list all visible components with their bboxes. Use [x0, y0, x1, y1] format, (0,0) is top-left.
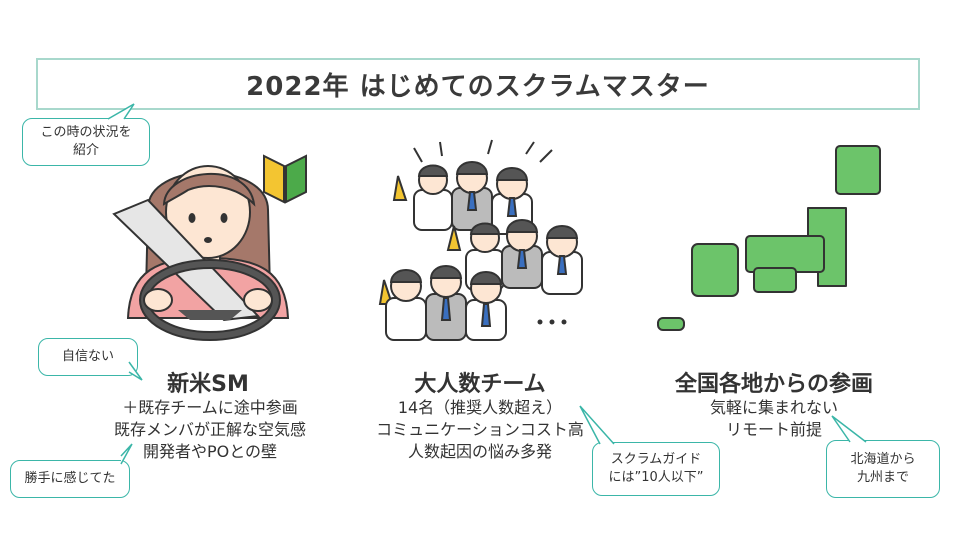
woman-driving-illustration [112, 165, 290, 341]
body-line: 既存メンバが正解な空気感 [113, 420, 306, 439]
page-title: 2022年 はじめてのスクラムマスター [36, 58, 920, 110]
beginner-driver-mark-icon [263, 154, 307, 204]
japan-map-illustration [657, 145, 881, 331]
crowd-illustration [378, 139, 583, 341]
speech-bubble-intro: この時の状況を 紹介 [22, 118, 150, 166]
bubble-tail-felt-alone [120, 443, 133, 465]
crowd-person [413, 164, 453, 231]
crowd-person [451, 161, 493, 231]
column-body-remote: 気軽に集まれない リモート前提 [624, 397, 924, 441]
bubble-line: 北海道から [850, 452, 916, 468]
body-line: 14名（推奨人数超え） [397, 398, 563, 417]
body-line: 人数起因の悩み多発 [407, 442, 552, 461]
crowd-person [425, 265, 467, 341]
bubble-tail-no-confidence [128, 361, 143, 381]
crowd-person [541, 225, 583, 295]
bubble-line: スクラムガイド [610, 452, 702, 468]
bubble-line: 紹介 [72, 143, 99, 158]
bubble-line: この時の状況を [40, 125, 132, 141]
speech-bubble-no-confidence: 自信ない [38, 338, 138, 376]
bubble-line: には”10人以下” [608, 470, 704, 485]
body-line: 開発者やPOとの壁 [142, 442, 278, 461]
body-line: ＋既存チームに途中参画 [122, 398, 298, 417]
speech-bubble-scrum-guide: スクラムガイド には”10人以下” [592, 442, 720, 496]
crowd-person [501, 219, 543, 289]
column-heading-team: 大人数チーム [414, 372, 546, 397]
column-heading-sm: 新米SM [167, 372, 249, 397]
crowd-person [385, 269, 427, 341]
bubble-line: 九州まで [856, 470, 909, 485]
bubble-text: 自信ない [61, 349, 114, 365]
body-line: コミュニケーションコスト高 [376, 420, 584, 439]
body-line: 気軽に集まれない [709, 398, 838, 417]
bubble-text: 勝手に感じてた [24, 471, 116, 487]
bubble-tail-intro [107, 103, 135, 120]
ellipsis-icon [537, 319, 567, 325]
speech-bubble-felt-alone: 勝手に感じてた [10, 460, 130, 498]
body-line: リモート前提 [725, 420, 822, 439]
column-body-sm: ＋既存チームに途中参画 既存メンバが正解な空気感 開発者やPOとの壁 [60, 397, 360, 463]
column-body-team: 14名（推奨人数超え） コミュニケーションコスト高 人数起因の悩み多発 [330, 397, 630, 463]
column-heading-remote: 全国各地からの参画 [674, 372, 873, 397]
bubble-tail-hokkaido [831, 415, 867, 443]
bubble-tail-scrum-guide [579, 405, 615, 445]
crowd-person [465, 271, 507, 341]
speech-bubble-hokkaido: 北海道から 九州まで [826, 440, 940, 498]
